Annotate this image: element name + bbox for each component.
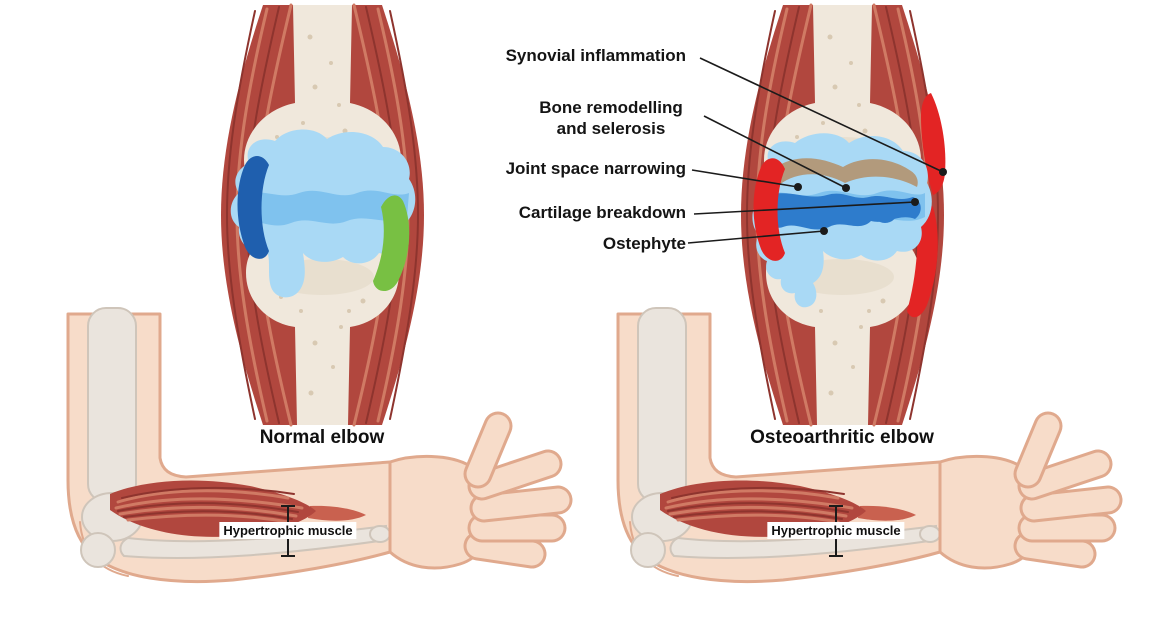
caption-normal-elbow: Normal elbow	[259, 427, 385, 448]
annotation-dot	[939, 168, 947, 176]
annotation-dot	[794, 183, 802, 191]
annotation-dot	[820, 227, 828, 235]
annotation-dot	[911, 198, 919, 206]
label-hypertrophic-muscle-right: Hypertrophic muscle	[767, 522, 905, 539]
label-osteophyte: Ostephyte	[602, 234, 686, 253]
annotation-dot	[842, 184, 850, 192]
caption-osteoarthritic-elbow: Osteoarthritic elbow	[750, 427, 934, 448]
label-synovial-inflammation: Synovial inflammation	[505, 46, 686, 65]
label-joint-space-narrowing: Joint space narrowing	[505, 159, 686, 178]
label-hypertrophic-muscle-left: Hypertrophic muscle	[219, 522, 357, 539]
label-bone-remodelling-sclerosis: Bone remodelling and selerosis	[539, 98, 683, 139]
label-cartilage-breakdown: Cartilage breakdown	[518, 203, 686, 222]
annotation-lines	[687, 57, 947, 244]
normal-elbow-joint	[219, 3, 426, 427]
osteoarthritic-elbow-joint	[739, 3, 946, 427]
